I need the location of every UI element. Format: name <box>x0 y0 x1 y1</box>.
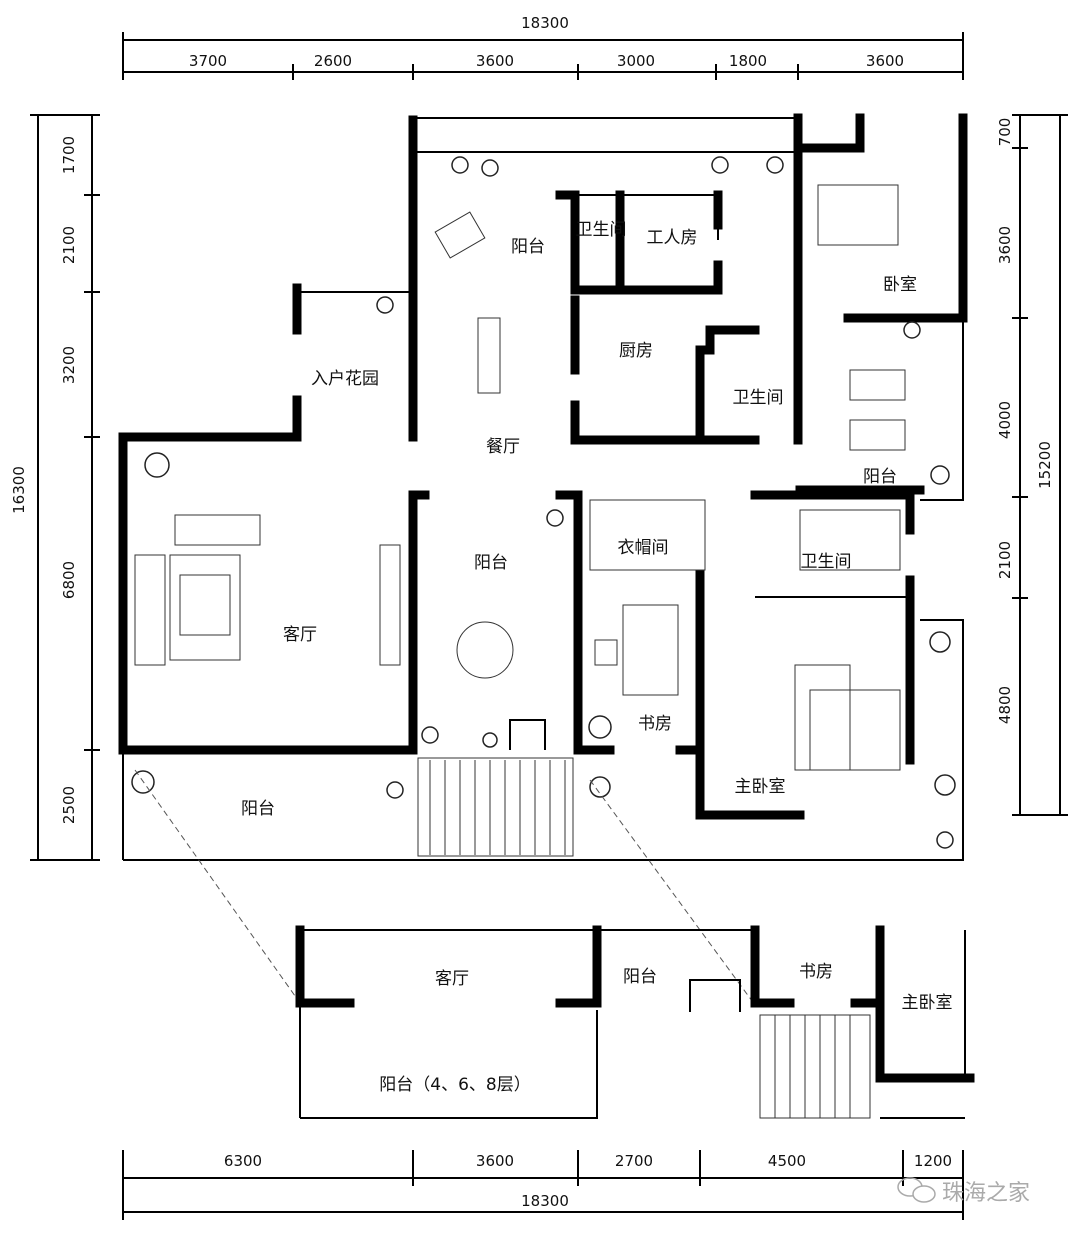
dim-top-1: 3700 <box>189 52 227 70</box>
svg-text:卫生间: 卫生间 <box>576 220 627 240</box>
room-cloakroom: 衣帽间 <box>618 538 669 558</box>
walls-lower-plan <box>295 925 975 1119</box>
leader-line-right <box>589 779 756 1006</box>
room-bath-small: 卫生间 <box>576 220 627 240</box>
railing-pattern <box>417 757 574 857</box>
dim-bottom-5: 1200 <box>914 1152 952 1170</box>
room-bedroom: 卧室 <box>883 275 917 295</box>
lower-room-study: 书房 <box>799 962 833 982</box>
wechat-icon <box>897 1177 936 1203</box>
room-balcony-mid: 阳台 <box>474 553 508 573</box>
lower-room-balcony-floors: 阳台（4、6、8层） <box>379 1075 530 1095</box>
walls-upper-plan <box>118 113 968 861</box>
dim-right-1: 700 <box>996 118 1014 147</box>
room-worker: 工人房 <box>647 228 698 248</box>
dim-right-2: 3600 <box>996 226 1014 264</box>
room-entry-garden: 入户花园 <box>311 369 379 389</box>
top-dimension-lines <box>122 32 964 80</box>
dim-left-4: 6800 <box>60 561 78 599</box>
dim-top-3: 3600 <box>476 52 514 70</box>
bottom-dimension-lines <box>122 1150 964 1220</box>
room-bath-master: 卫生间 <box>801 552 852 572</box>
watermark: 珠海之家 <box>942 1181 1030 1206</box>
dim-left-1: 1700 <box>60 136 78 174</box>
room-balcony-top: 阳台 <box>511 237 545 257</box>
dim-bottom-3: 2700 <box>615 1152 653 1170</box>
room-master-bedroom: 主卧室 <box>735 777 786 797</box>
left-dimension-lines <box>30 114 100 861</box>
lower-room-master-bedroom: 主卧室 <box>902 993 953 1013</box>
dim-right-5: 4800 <box>996 686 1014 724</box>
dim-left-3: 3200 <box>60 346 78 384</box>
dim-top-4: 3000 <box>617 52 655 70</box>
room-balcony-bottom: 阳台 <box>241 799 275 819</box>
dim-left-5: 2500 <box>60 786 78 824</box>
furniture <box>134 184 906 771</box>
leader-line-left <box>134 769 301 1004</box>
room-study: 书房 <box>638 714 672 734</box>
dim-left-2: 2100 <box>60 226 78 264</box>
dim-bottom-total: 18300 <box>521 1192 569 1210</box>
room-kitchen: 厨房 <box>619 341 653 361</box>
dim-left-total: 16300 <box>10 466 28 514</box>
room-dining: 餐厅 <box>486 437 520 457</box>
dim-bottom-2: 3600 <box>476 1152 514 1170</box>
plant-icons <box>131 156 956 849</box>
dim-top-6: 3600 <box>866 52 904 70</box>
right-dimension-lines <box>1012 114 1068 816</box>
dim-bottom-4: 4500 <box>768 1152 806 1170</box>
dim-top-2: 2600 <box>314 52 352 70</box>
lower-room-living: 客厅 <box>435 969 469 989</box>
room-bath-mid: 卫生间 <box>733 388 784 408</box>
lower-room-balcony: 阳台 <box>623 967 657 987</box>
dim-right-3: 4000 <box>996 401 1014 439</box>
dim-top-5: 1800 <box>729 52 767 70</box>
dim-right-total: 15200 <box>1036 441 1054 489</box>
dim-right-4: 2100 <box>996 541 1014 579</box>
dim-top-total: 18300 <box>521 14 569 32</box>
dim-bottom-1: 6300 <box>224 1152 262 1170</box>
room-living: 客厅 <box>283 625 317 645</box>
room-balcony-right: 阳台 <box>863 467 897 487</box>
